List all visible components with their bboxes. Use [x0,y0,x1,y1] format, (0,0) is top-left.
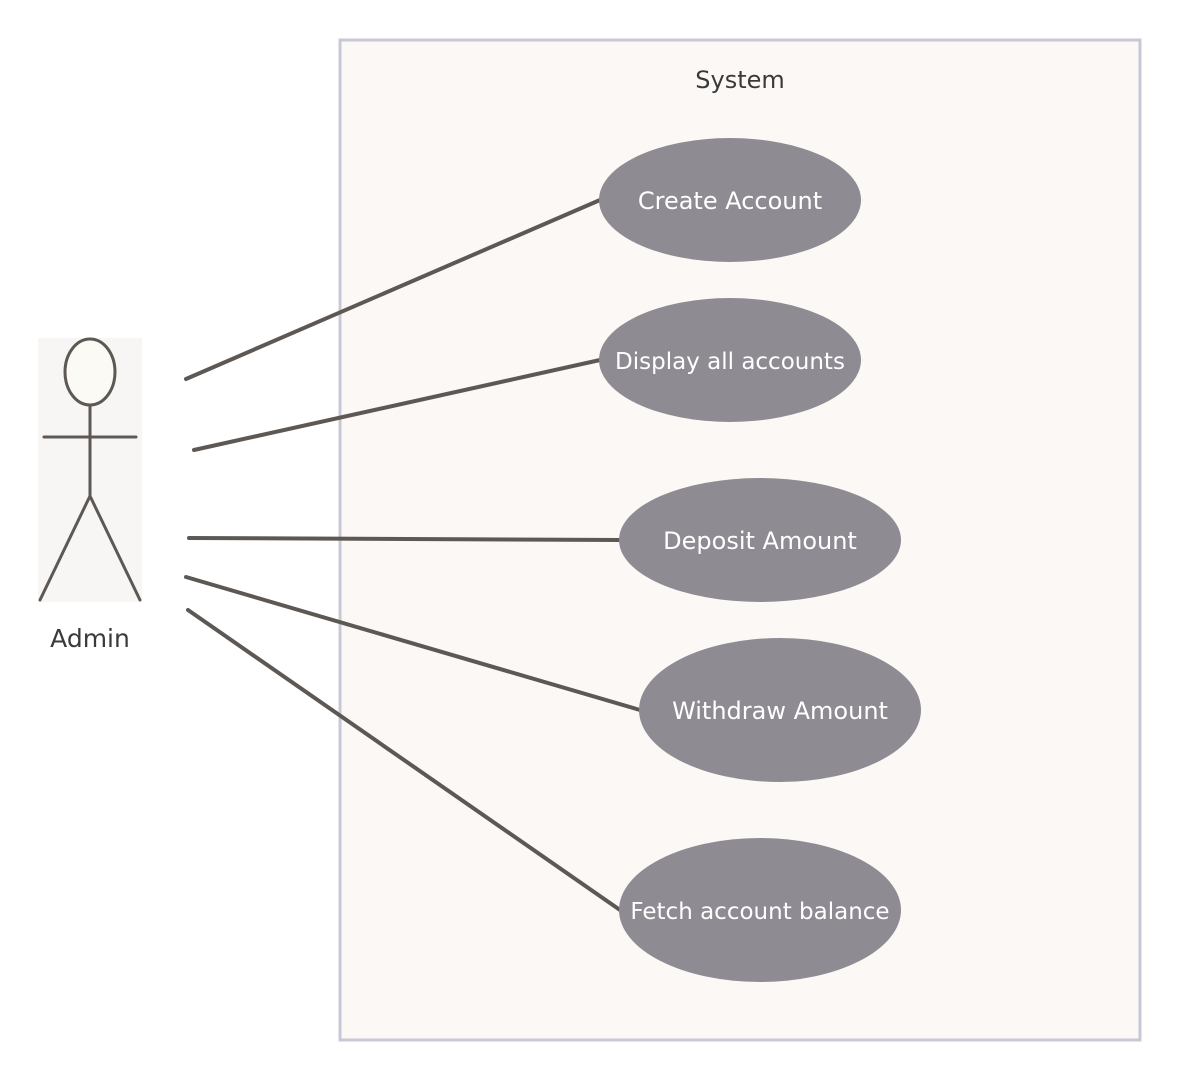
actor-name: Admin [50,624,130,653]
use-case-withdraw-amount[interactable]: Withdraw Amount [639,638,921,782]
use-case-label: Withdraw Amount [672,697,888,725]
use-case-label: Fetch account balance [630,899,889,925]
associations [184,198,642,912]
use-case-create-account[interactable]: Create Account [599,138,861,262]
use-case-ellipse [599,298,861,422]
use-case-display-all-accounts[interactable]: Display all accounts [599,298,861,422]
use-case-label: Create Account [638,187,822,215]
system-title: System [695,66,785,94]
use-case-ellipse [619,478,901,602]
use-case-label: Display all accounts [615,349,845,375]
use-case-ellipse [599,138,861,262]
association-withdraw-amount [184,575,642,712]
association-fetch-account-balance [186,608,622,912]
use-case-ellipse [639,638,921,782]
use-case-label: Deposit Amount [663,527,857,555]
association-display-all-accounts [192,358,602,452]
use-case-fetch-account-balance[interactable]: Fetch account balance [619,838,901,982]
actor-admin[interactable]: Admin [38,337,142,653]
association-deposit-amount [187,536,622,542]
use-case-ellipse [619,838,901,982]
association-create-account [184,198,602,381]
use-case-deposit-amount[interactable]: Deposit Amount [619,478,901,602]
stick-figure-icon [38,337,142,602]
